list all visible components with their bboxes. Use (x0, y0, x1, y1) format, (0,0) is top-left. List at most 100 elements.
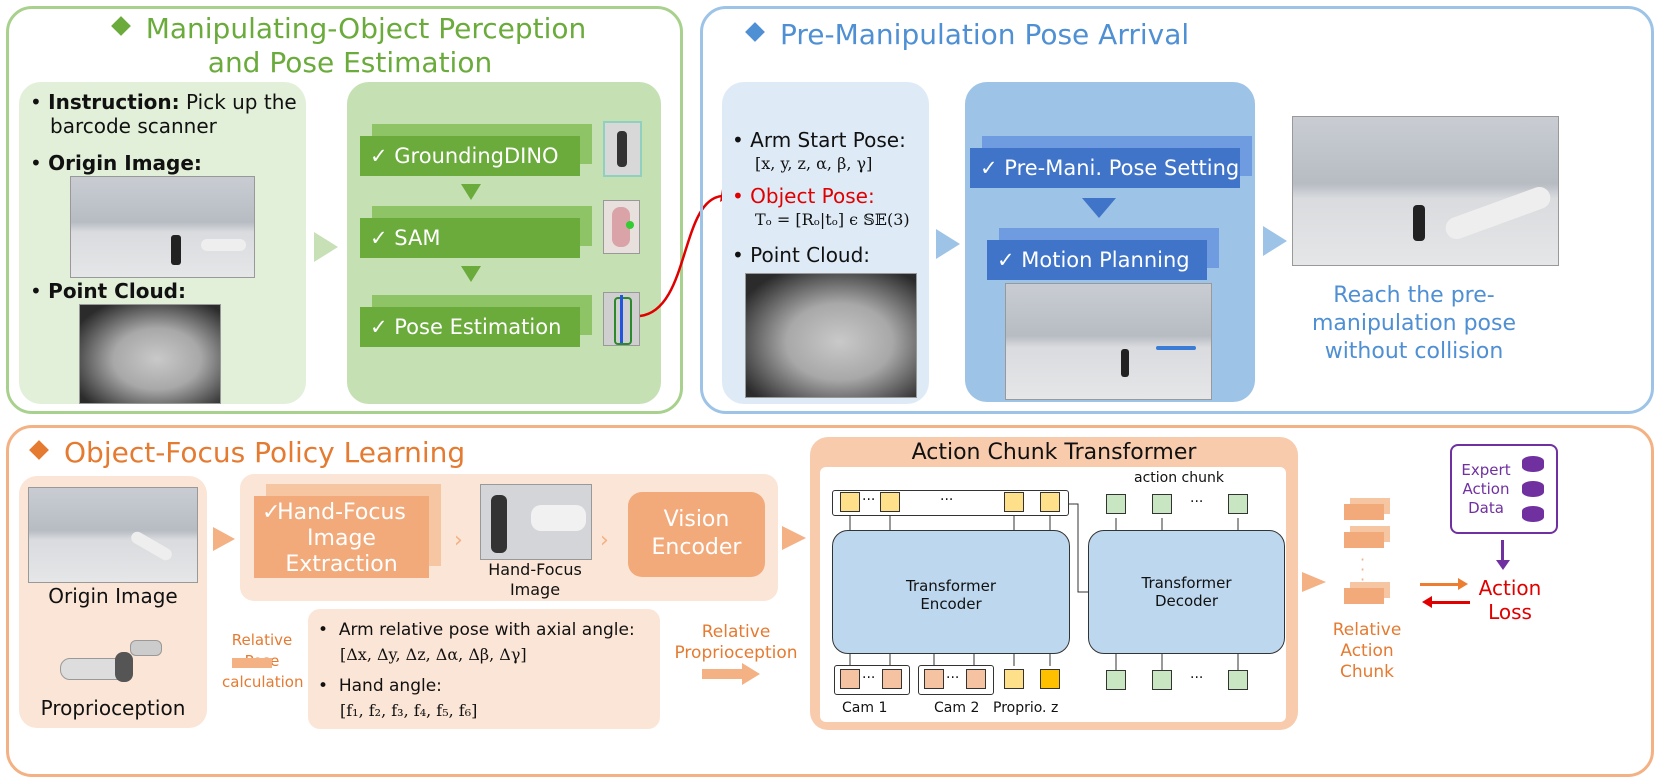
chunk-block (1344, 504, 1384, 520)
vision-encoder-step: Vision Encoder (628, 492, 765, 577)
ellipsis: ··· (862, 492, 876, 508)
encoder-token-group (832, 490, 1069, 516)
action-loss-label: Action Loss (1478, 576, 1542, 624)
arrow-left-icon (1432, 601, 1470, 604)
action-chunk-label: action chunk (1134, 470, 1224, 486)
cam1-group (834, 665, 910, 695)
query-token (1106, 670, 1126, 690)
action-token (1152, 494, 1172, 514)
origin-image-item: • Origin Image: (30, 151, 202, 175)
arrow-right-icon (782, 526, 806, 550)
database-icon (1522, 456, 1544, 522)
origin-image (28, 487, 198, 583)
arrow-down-icon (1501, 540, 1504, 562)
arm-start-math: [x, y, z, α, β, γ] (755, 154, 873, 173)
proprio-token (1004, 669, 1024, 689)
pose-setting-step: ✓ Pre-Mani. Pose Setting (970, 148, 1240, 188)
arm-relative-math: [Δx, Δy, Δz, Δα, Δβ, Δγ] (340, 645, 527, 664)
expert-data-box (1450, 444, 1558, 534)
sam-step: ✓ SAM (360, 218, 580, 258)
point-cloud-item: • Point Cloud: (732, 243, 871, 267)
ellipsis: ··· (1190, 494, 1204, 510)
pose-thumbnail (603, 292, 640, 346)
pre-manipulation-result-image (1292, 116, 1559, 266)
vertical-ellipsis: ··· (1360, 550, 1366, 589)
hand-focus-extraction-step: ✓ Hand-Focus Image Extraction (254, 496, 429, 578)
segmentation-thumbnail (603, 200, 640, 254)
arrow-right-icon (1302, 572, 1326, 592)
policy-learning-title: Object-Focus Policy Learning (29, 436, 465, 470)
chunk-block (1344, 588, 1384, 604)
diamond-icon (110, 16, 131, 36)
perception-title: Manipulating-Object Perception and Pose … (60, 12, 640, 80)
arrow-down-icon (1496, 560, 1510, 570)
arrow-down-icon (461, 184, 481, 200)
arrow-right-icon (213, 527, 235, 551)
diamond-icon (745, 22, 765, 42)
act-title: Action Chunk Transformer (911, 440, 1197, 465)
cam2-group (918, 665, 994, 695)
action-token (1228, 494, 1248, 514)
proprioception-label: Proprioception (40, 696, 186, 720)
proprioception-box (308, 609, 660, 729)
policy-learning-panel (6, 425, 1654, 777)
cam2-label: Cam 2 (934, 700, 980, 716)
arrow-right-icon (314, 232, 338, 262)
chunk-block (1344, 532, 1384, 548)
token (880, 492, 900, 512)
ellipsis: ··· (862, 670, 876, 686)
token (840, 492, 860, 512)
instruction-item: • Instruction: Pick up the barcode scann… (30, 90, 297, 138)
origin-image-label: Origin Image (48, 584, 178, 608)
hand-focus-image (480, 484, 592, 560)
arrow-right-icon (702, 669, 742, 679)
expert-data-label: Expert Action Data (1461, 461, 1511, 517)
relative-action-chunk-label: Relative Action Chunk (1332, 620, 1402, 682)
cam1-label: Cam 1 (842, 700, 888, 716)
diamond-icon (29, 440, 49, 460)
object-pose-math: Tₒ = [Rₒ|tₒ] ϵ 𝕊𝔼(3) (755, 210, 910, 229)
z-token (1040, 669, 1060, 689)
arrow-right-icon (936, 229, 960, 259)
pose-estimation-step: ✓ Pose Estimation (360, 307, 580, 347)
cam-token (882, 669, 902, 689)
cam-token (966, 669, 986, 689)
arrow-right-icon (232, 658, 272, 668)
transformer-connectors (849, 503, 1239, 670)
result-caption: Reach the pre- manipulation pose without… (1311, 283, 1517, 364)
proprio-label: Proprio. z (993, 700, 1059, 716)
motion-planning-step: ✓ Motion Planning (987, 240, 1207, 280)
motion-planning-image (1005, 283, 1212, 400)
token (1004, 492, 1024, 512)
chevron-right-icon: › (454, 528, 463, 553)
robot-arm-icon (60, 640, 162, 682)
point-cloud-item: • Point Cloud: (30, 279, 186, 303)
groundingdino-step: ✓ GroundingDINO (360, 136, 580, 176)
arrow-right-icon (1263, 226, 1287, 256)
chevron-right-icon: › (600, 528, 609, 553)
action-token (1106, 494, 1126, 514)
relative-proprioception-label: Relative Proprioception (674, 622, 798, 663)
detection-thumbnail (603, 121, 642, 177)
ellipsis: ··· (940, 492, 954, 508)
query-token (1152, 670, 1172, 690)
cam-token (924, 669, 944, 689)
arrow-down-icon (461, 266, 481, 282)
ellipsis: ··· (946, 670, 960, 686)
object-pose-item: • Object Pose: (732, 184, 875, 208)
pre-manipulation-title: Pre-Manipulation Pose Arrival (745, 18, 1189, 52)
ellipsis: ··· (1190, 670, 1204, 686)
arm-relative-item: • Arm relative pose with axial angle: (318, 620, 635, 640)
arrow-left-icon (1422, 596, 1432, 608)
arm-start-item: • Arm Start Pose: (732, 128, 906, 152)
arrow-right-icon (1458, 578, 1468, 590)
point-cloud-image (745, 273, 917, 398)
origin-image (70, 176, 255, 278)
hand-angle-math: [f₁, f₂, f₃, f₄, f₅, f₆] (340, 701, 478, 720)
hand-focus-image-label: Hand-Focus Image (488, 560, 582, 599)
query-token (1228, 670, 1248, 690)
arrow-down-icon (1082, 198, 1116, 218)
arrow-right-icon (742, 663, 760, 685)
